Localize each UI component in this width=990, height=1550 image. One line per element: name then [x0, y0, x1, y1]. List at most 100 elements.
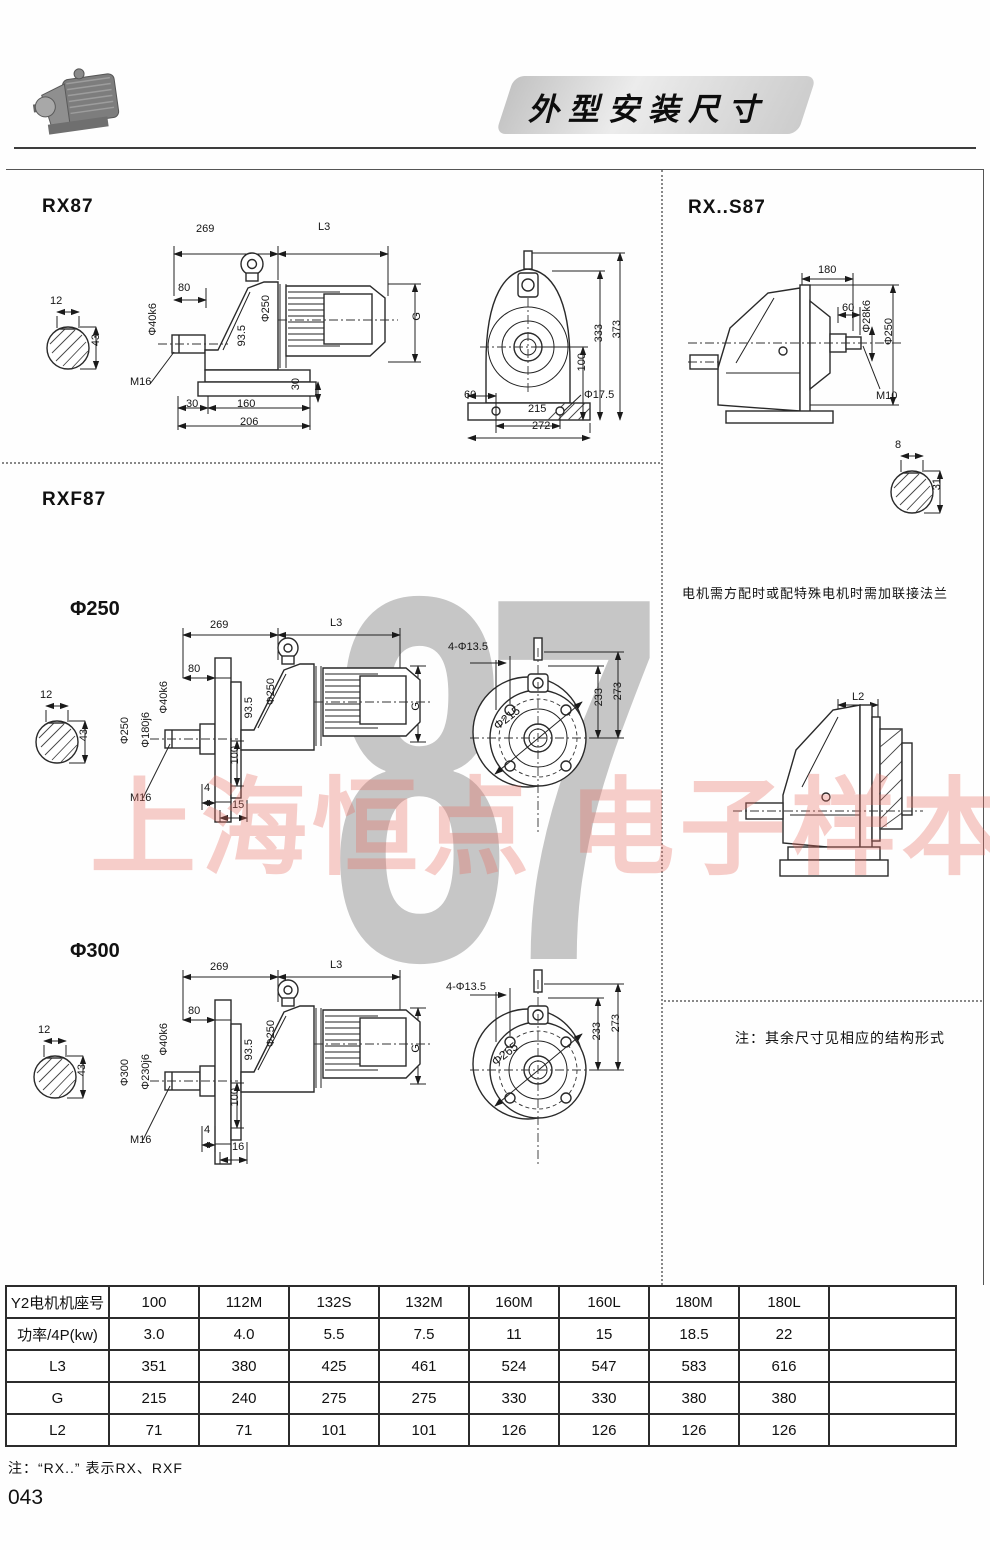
dim-label: M16: [130, 376, 152, 388]
dim-label: 273: [610, 1014, 622, 1033]
table-cell: 4.0: [198, 1317, 290, 1351]
dim-label: Φ17.5: [584, 389, 615, 401]
dim-label: Φ250: [119, 717, 131, 745]
section-label-rxs87: RX..S87: [688, 197, 766, 218]
variant-label-250: Φ250: [70, 598, 120, 620]
table-footnote: 注：“RX..” 表示RX、RXF: [8, 1460, 183, 1476]
dim-label: L3: [330, 617, 343, 629]
flange-note: 电机需方配时或配特殊电机时需加联接法兰: [682, 586, 949, 601]
table-cell: 101: [288, 1413, 380, 1447]
dim-label: 12: [38, 1024, 51, 1036]
dim-label: 269: [210, 619, 229, 631]
table-cell: 583: [648, 1349, 740, 1383]
table-cell: 71: [198, 1413, 290, 1447]
dim-label: 273: [612, 682, 624, 701]
dim-label: Φ250: [265, 678, 277, 706]
section-divider-left: [2, 462, 660, 464]
rxs87-side-view-drawing: [688, 273, 903, 424]
dim-label: Φ40k6: [158, 681, 170, 714]
dim-label: 100: [229, 1088, 241, 1107]
dim-label: 15: [232, 799, 245, 811]
rxf87-300-front-view-drawing: [448, 962, 678, 1190]
row-header: 功率/4P(kw): [5, 1317, 110, 1351]
table-cell: 180M: [648, 1285, 740, 1319]
dim-label: 4: [204, 782, 211, 794]
rx87-shaft-section-drawing: [30, 298, 130, 393]
table-cell: 275: [288, 1381, 380, 1415]
row-header: L2: [5, 1413, 110, 1447]
table-cell-empty: [828, 1285, 957, 1319]
table-cell: 330: [468, 1381, 560, 1415]
table-cell: 380: [738, 1381, 830, 1415]
table-cell: 101: [378, 1413, 470, 1447]
dim-label: 80: [178, 282, 191, 294]
watermark-text: 上海恒点 电子样本: [90, 770, 990, 888]
section-label-rxf87: RXF87: [42, 489, 107, 510]
vertical-divider: [661, 170, 663, 1285]
table-row: G 215 240 275 275 330 330 380 380: [5, 1381, 957, 1415]
table-cell: 71: [108, 1413, 200, 1447]
dim-label: 269: [210, 961, 229, 973]
dim-label: 4: [204, 1124, 211, 1136]
table-cell: 547: [558, 1349, 650, 1383]
table-cell: 380: [198, 1349, 290, 1383]
dim-label: 80: [188, 663, 201, 675]
table-cell-empty: [828, 1381, 957, 1415]
dim-label: 4-Φ13.5: [448, 641, 488, 653]
dim-label: Φ300: [119, 1059, 131, 1087]
dim-label: 233: [593, 688, 605, 707]
dim-label: Φ28k6: [861, 300, 873, 333]
dim-label: 30: [186, 398, 199, 410]
content-frame-right: [983, 169, 984, 1285]
watermark-number: 87: [330, 489, 664, 1070]
table-cell: 18.5: [648, 1317, 740, 1351]
table-cell: 15: [558, 1317, 650, 1351]
row-header: L3: [5, 1349, 110, 1383]
dim-label: 206: [240, 416, 259, 428]
dim-label: G: [410, 702, 422, 711]
dim-label: 60: [842, 302, 855, 314]
page-title: 外型安装尺寸: [528, 92, 768, 127]
table-cell: 275: [378, 1381, 470, 1415]
table-cell: 616: [738, 1349, 830, 1383]
dim-label: L3: [318, 221, 331, 233]
table-cell: 330: [558, 1381, 650, 1415]
dim-label: 93.5: [243, 1039, 255, 1061]
dim-label: 43: [90, 334, 102, 347]
dim-label: 215: [528, 403, 547, 415]
table-cell: 22: [738, 1317, 830, 1351]
table-cell-empty: [828, 1317, 957, 1351]
table-cell: 240: [198, 1381, 290, 1415]
table-cell: 126: [648, 1413, 740, 1447]
table-cell: 215: [108, 1381, 200, 1415]
dim-label: M16: [130, 792, 152, 804]
table-cell: 461: [378, 1349, 470, 1383]
dim-label: 43: [78, 729, 90, 742]
dim-label: 12: [50, 295, 63, 307]
dim-label: 272: [532, 420, 551, 432]
table-cell: 126: [468, 1413, 560, 1447]
dim-label: 16: [232, 1141, 245, 1153]
header-rule: [14, 147, 976, 149]
table-row: L2 71 71 101 101 126 126 126 126: [5, 1413, 957, 1447]
row-header: Y2电机机座号: [5, 1285, 110, 1319]
table-cell: 5.5: [288, 1317, 380, 1351]
dim-label: 43: [76, 1064, 88, 1077]
table-cell: 100: [108, 1285, 200, 1319]
table-cell: 11: [468, 1317, 560, 1351]
dim-label: Φ40k6: [147, 303, 159, 336]
dim-label: 333: [593, 324, 605, 343]
rx87-front-view-drawing: [467, 250, 625, 442]
table-cell: 425: [288, 1349, 380, 1383]
table-cell: 180L: [738, 1285, 830, 1319]
table-cell: 7.5: [378, 1317, 470, 1351]
page-number: 043: [8, 1486, 44, 1509]
row-header: G: [5, 1381, 110, 1415]
dim-label: 160: [237, 398, 256, 410]
dim-label: 373: [611, 320, 623, 339]
table-cell: 132M: [378, 1285, 470, 1319]
dim-label: 180: [818, 264, 837, 276]
dim-label: 8: [895, 439, 902, 451]
table-row: 功率/4P(kw) 3.0 4.0 5.5 7.5 11 15 18.5 22: [5, 1317, 957, 1351]
table-cell: 3.0: [108, 1317, 200, 1351]
